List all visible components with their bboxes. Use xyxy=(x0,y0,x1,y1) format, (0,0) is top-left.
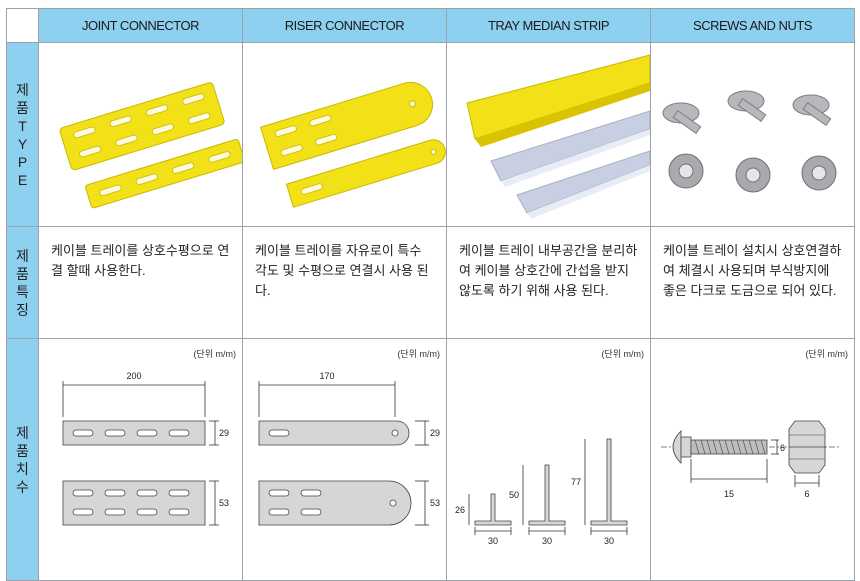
row-label-char: 특 xyxy=(16,283,29,300)
screw-length-label: 15 xyxy=(724,489,734,499)
row-label-char: 품 xyxy=(16,265,29,282)
row-label-char: 제 xyxy=(16,424,29,441)
riser-length-label: 170 xyxy=(319,371,334,381)
median-h3-label: 77 xyxy=(571,477,581,487)
median-w2-label: 30 xyxy=(542,536,552,546)
feature-tray-median-strip: 케이블 트레이 내부공간을 분리하여 케이블 상호간에 간섭을 받지 않도록 하… xyxy=(446,226,651,339)
row-label-char: 제 xyxy=(16,247,29,264)
header-riser-connector: RISER CONNECTOR xyxy=(242,8,447,43)
row-label-char: 품 xyxy=(16,99,29,116)
joint-h1-label: 29 xyxy=(219,428,229,438)
header-screws-and-nuts: SCREWS AND NUTS xyxy=(650,8,855,43)
row-label-char: 치 xyxy=(16,460,29,477)
feature-joint-connector: 케이블 트레이를 상호수평으로 연결 할때 사용한다. xyxy=(38,226,243,339)
row-label-char: 품 xyxy=(16,442,29,459)
tray-median-strip-drawing-cell: (단위 m/m) 26 50 77 30 xyxy=(446,338,651,581)
joint-length-label: 200 xyxy=(126,371,141,381)
riser-h2-label: 53 xyxy=(430,498,440,508)
tray-median-strip-image xyxy=(466,54,651,219)
median-h2-label: 50 xyxy=(509,490,519,500)
row-label-char: E xyxy=(17,171,28,188)
row-label-dimensions: 제 품 치 수 xyxy=(6,338,39,581)
corner-cell xyxy=(6,8,39,43)
screws-and-nuts-drawing-cell: (단위 m/m) xyxy=(650,338,855,581)
screws-and-nuts-drawing: 15 6 6 xyxy=(661,420,841,499)
unit-label: (단위 m/m) xyxy=(601,349,644,359)
joint-connector-image xyxy=(59,82,245,209)
row-label-features: 제 품 특 징 xyxy=(6,226,39,339)
joint-connector-drawing-cell: (단위 m/m) xyxy=(38,338,243,581)
riser-connector-drawing-cell: (단위 m/m) 170 xyxy=(242,338,447,581)
screws-and-nuts-image xyxy=(662,90,837,193)
tray-median-strip-photo xyxy=(446,42,651,227)
row-label-char: T xyxy=(18,117,27,134)
riser-connector-image xyxy=(260,81,446,208)
joint-connector-drawing: 200 29 53 xyxy=(62,371,229,526)
header-tray-median-strip: TRAY MEDIAN STRIP xyxy=(446,8,651,43)
row-label-type: 제 품 T Y P E xyxy=(6,42,39,227)
riser-h1-label: 29 xyxy=(430,428,440,438)
feature-screws-and-nuts: 케이블 트레이 설치시 상호연결하여 체결시 사용되며 부식방지에 좋은 다크로… xyxy=(650,226,855,339)
nut-width-label: 6 xyxy=(804,489,809,499)
joint-h2-label: 53 xyxy=(219,498,229,508)
unit-label: (단위 m/m) xyxy=(397,349,440,359)
feature-riser-connector: 케이블 트레이를 자유로이 특수 각도 및 수평으로 연결시 사용 된다. xyxy=(242,226,447,339)
row-label-char: Y xyxy=(17,135,28,152)
riser-connector-drawing: 170 29 53 xyxy=(258,371,440,526)
row-label-char: P xyxy=(17,153,28,170)
tray-median-strip-drawing: 26 50 77 30 30 30 xyxy=(455,438,628,546)
product-table: JOINT CONNECTOR RISER CONNECTOR TRAY MED… xyxy=(6,8,855,581)
header-joint-connector: JOINT CONNECTOR xyxy=(38,8,243,43)
row-label-char: 징 xyxy=(16,301,29,318)
screws-and-nuts-photo xyxy=(650,42,855,227)
unit-label: (단위 m/m) xyxy=(193,349,236,359)
median-w3-label: 30 xyxy=(604,536,614,546)
riser-connector-photo xyxy=(242,42,447,227)
median-h1-label: 26 xyxy=(455,505,465,515)
screw-dia-label: 6 xyxy=(780,443,785,453)
median-w1-label: 30 xyxy=(488,536,498,546)
unit-label: (단위 m/m) xyxy=(805,349,848,359)
row-label-char: 제 xyxy=(16,81,29,98)
joint-connector-photo xyxy=(38,42,245,227)
row-label-char: 수 xyxy=(16,478,29,495)
